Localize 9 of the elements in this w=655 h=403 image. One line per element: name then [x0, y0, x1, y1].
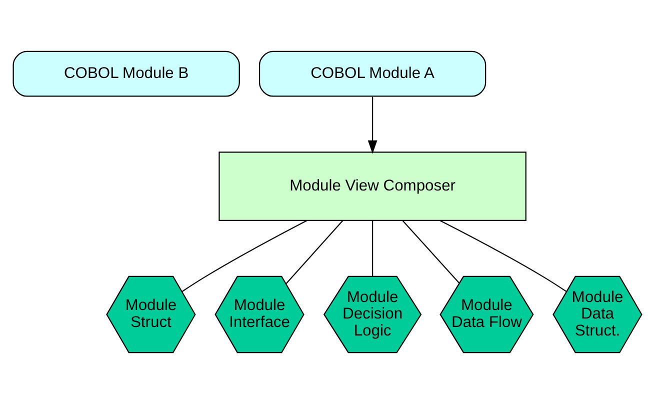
node-box: COBOL Module B	[12, 50, 240, 96]
connector	[286, 220, 344, 284]
connector	[372, 220, 374, 276]
connector	[440, 220, 567, 292]
connector	[182, 220, 307, 292]
arrow	[368, 96, 378, 154]
node-box: Module View Composer	[218, 151, 526, 221]
node-box: COBOL Module A	[258, 50, 486, 96]
connector	[402, 220, 460, 283]
